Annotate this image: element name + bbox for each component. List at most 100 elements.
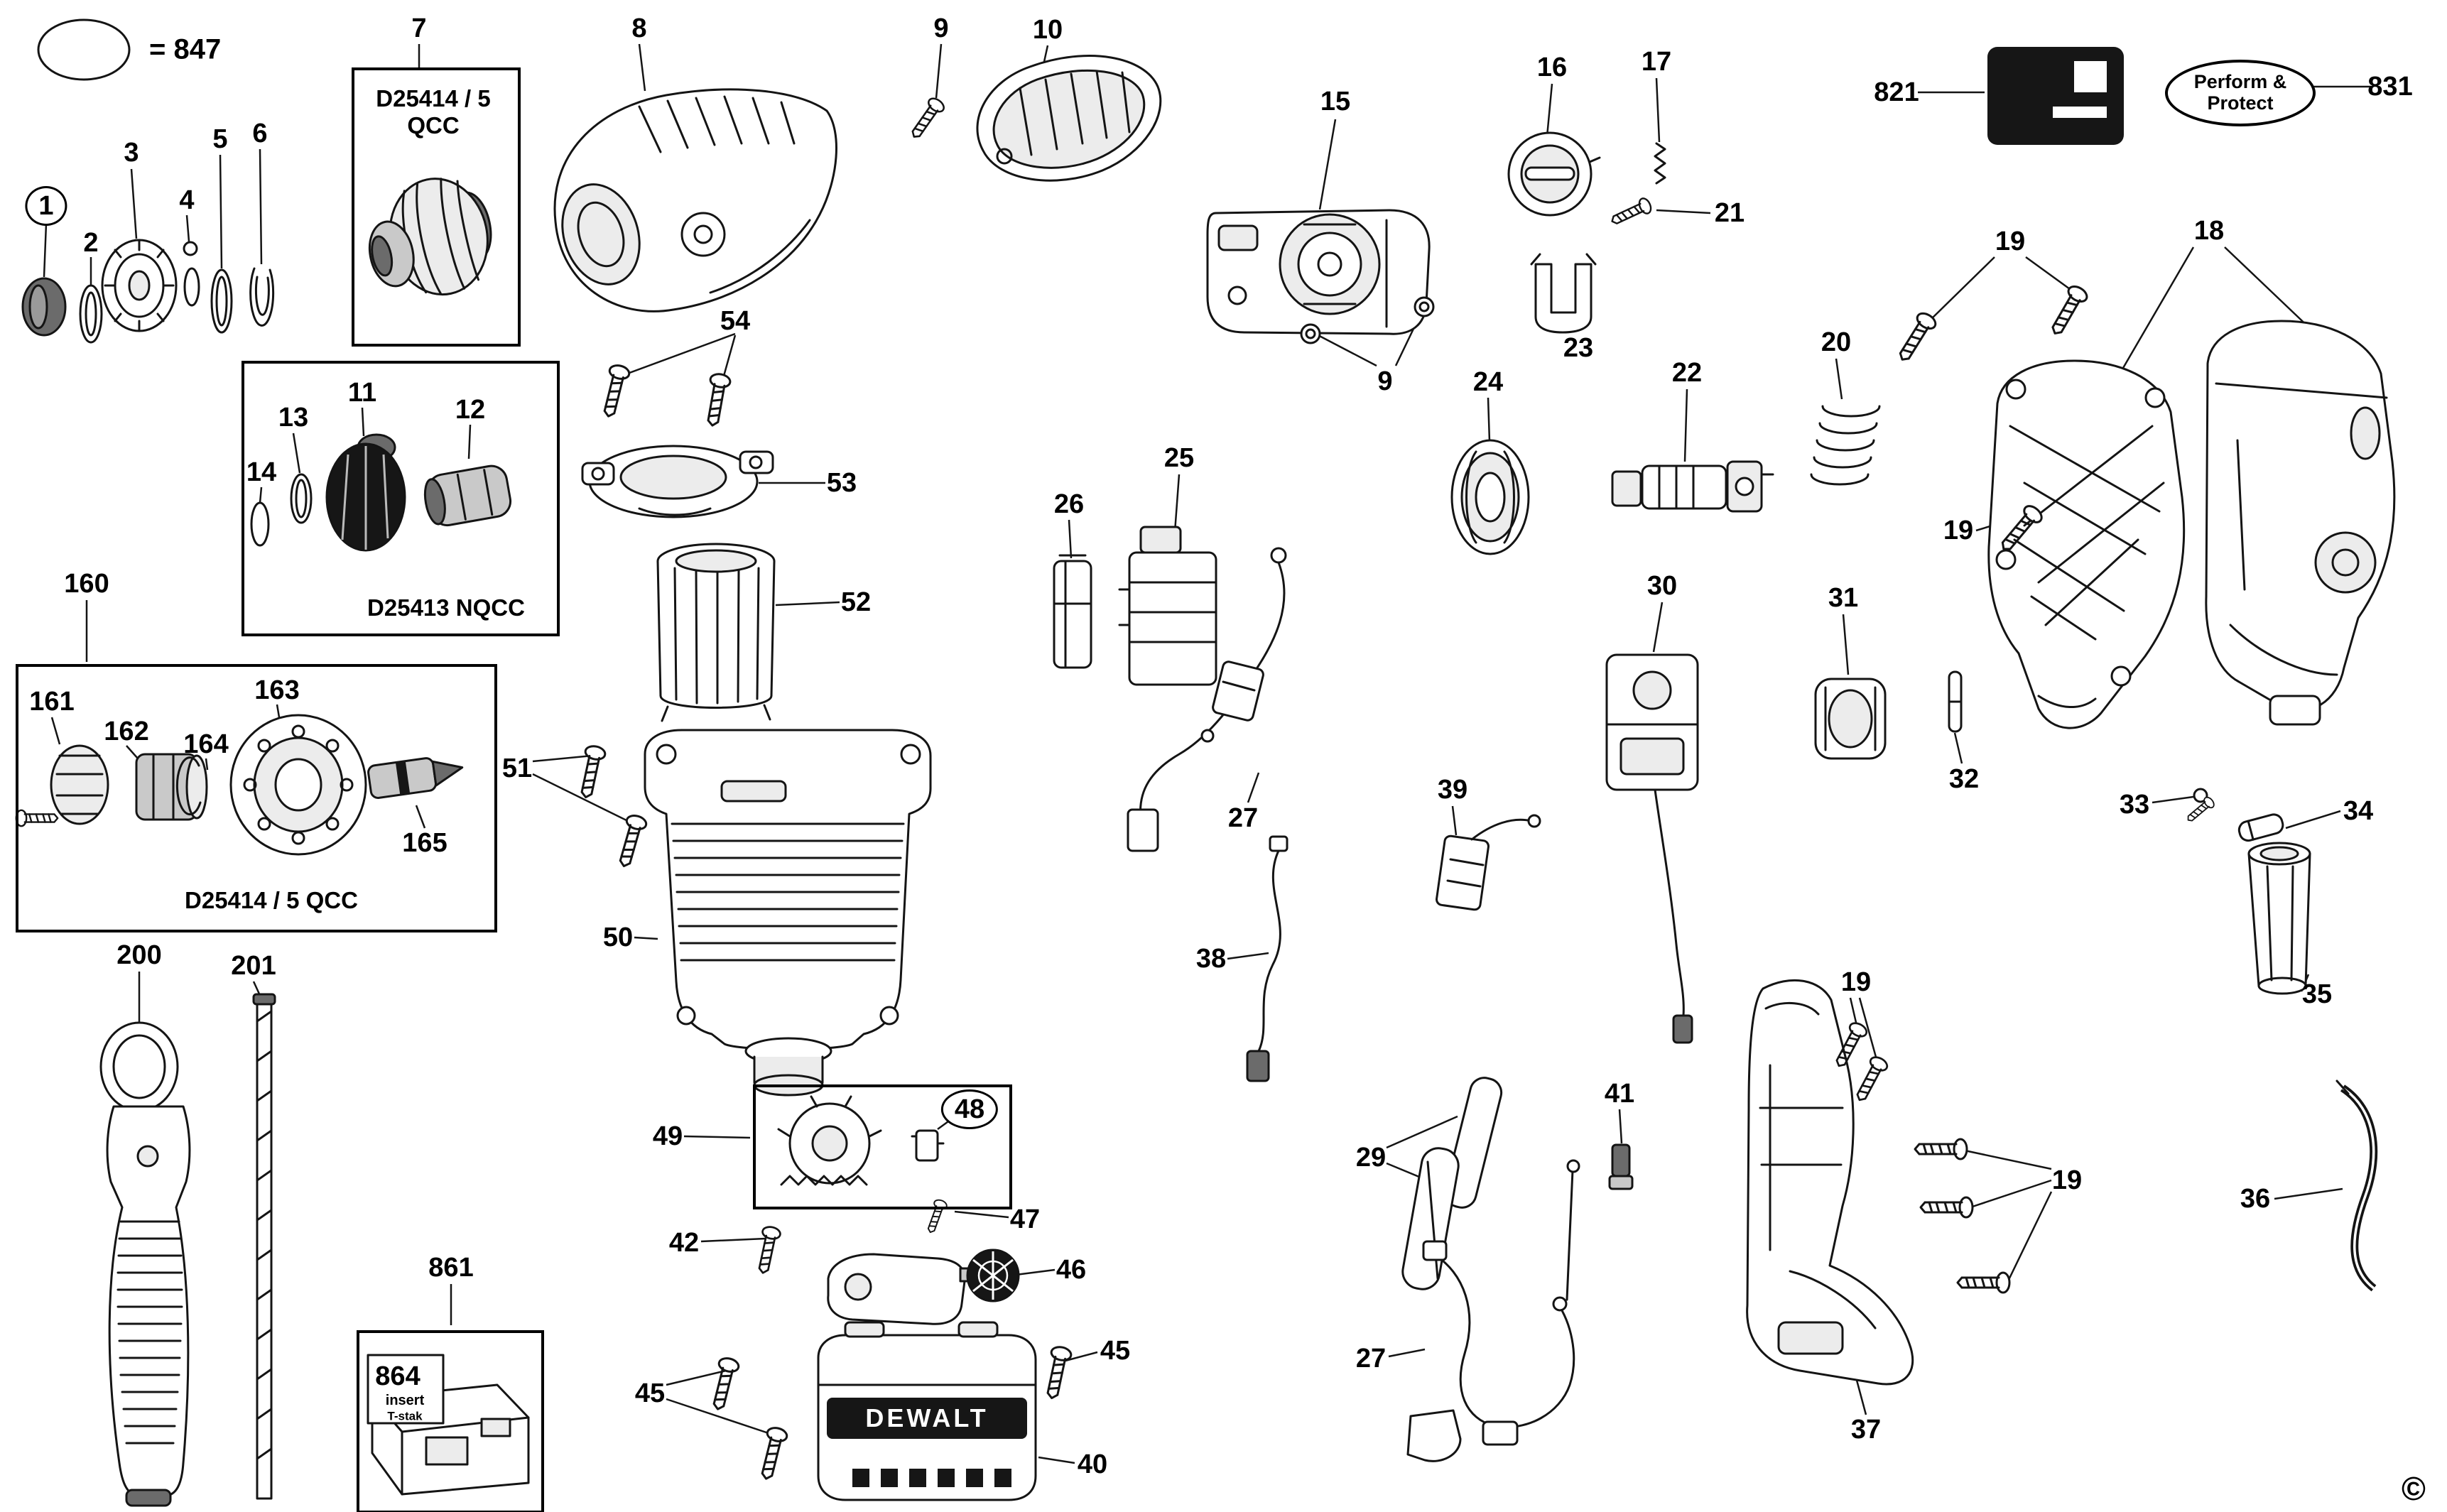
part-8-drawing — [553, 88, 837, 312]
part-41-drawing — [1608, 1143, 1634, 1190]
callout-20: 20 — [1821, 327, 1852, 357]
dewalt-brand-text: DEWALT — [865, 1403, 989, 1432]
callout-162: 162 — [104, 717, 149, 746]
part-40-drawing — [817, 1321, 1037, 1501]
callout-39: 39 — [1437, 775, 1468, 805]
callout-19: 19 — [2051, 1165, 2083, 1195]
callout-27: 27 — [1227, 803, 1259, 833]
part-6-drawing — [249, 267, 275, 327]
callout-25: 25 — [1163, 443, 1195, 473]
part-30-drawing — [1605, 653, 1699, 1044]
part-2-drawing — [79, 284, 103, 344]
callout-26: 26 — [1053, 489, 1085, 519]
box-d25414-qcc-chuck — [352, 67, 521, 347]
callout-50: 50 — [602, 923, 634, 952]
part-13-drawing — [290, 473, 313, 524]
callout-32: 32 — [1948, 764, 1980, 794]
callout-36: 36 — [2240, 1184, 2271, 1214]
callout-37: 37 — [1850, 1415, 1882, 1445]
callout-200: 200 — [116, 940, 162, 970]
part-201-drawing — [252, 993, 276, 1500]
callout-861: 861 — [428, 1253, 474, 1283]
callout-22: 22 — [1671, 358, 1703, 388]
part-12-drawing — [423, 464, 512, 527]
leader-lines — [43, 43, 2371, 1464]
callout-45: 45 — [634, 1378, 666, 1408]
callout-34: 34 — [2343, 796, 2374, 826]
callout-201: 201 — [231, 951, 276, 981]
part-26-drawing — [1053, 554, 1092, 669]
callout-7: 7 — [411, 13, 427, 43]
perform-protect-line2: Protect — [2207, 92, 2274, 114]
part-49-drawing — [777, 1095, 882, 1186]
part-200-drawing — [99, 1021, 191, 1507]
part-20-drawing — [1810, 405, 1881, 486]
callout-19: 19 — [1943, 516, 1974, 545]
callout-35: 35 — [2301, 979, 2333, 1009]
callout-19: 19 — [1840, 967, 1872, 997]
callout-821: 821 — [1874, 77, 1919, 107]
callout-51: 51 — [501, 754, 533, 783]
part-5-drawing — [210, 268, 233, 334]
part-16-drawing — [1507, 131, 1601, 217]
callout-164: 164 — [183, 729, 229, 759]
callout-16: 16 — [1536, 53, 1568, 82]
part-7-drawing — [368, 178, 492, 296]
part-39-drawing — [1436, 814, 1541, 911]
nqcc-label: D25413 NQCC — [367, 594, 525, 621]
part-33-drawing — [2183, 788, 2217, 826]
callout-42: 42 — [668, 1228, 700, 1258]
callout-23: 23 — [1563, 333, 1594, 363]
callout-30: 30 — [1646, 571, 1678, 601]
callout-53: 53 — [826, 468, 857, 498]
callout-47: 47 — [1009, 1204, 1041, 1234]
callout-6: 6 — [252, 119, 268, 148]
callout-1: 1 — [25, 186, 67, 226]
part-31-drawing — [1814, 678, 1887, 760]
callout-46: 46 — [1056, 1255, 1087, 1285]
box-861-kit — [357, 1330, 544, 1512]
part-3-drawing — [101, 239, 178, 332]
callout-160: 160 — [64, 569, 109, 599]
callout-31: 31 — [1828, 583, 1859, 613]
part-163-165-drawing — [175, 714, 464, 856]
box-160-d25414-qcc — [16, 664, 497, 932]
part-161-drawing — [15, 744, 109, 827]
callout-15: 15 — [1320, 87, 1351, 116]
part-48-drawing — [911, 1129, 945, 1162]
part-22-drawing — [1611, 460, 1774, 513]
callout-10: 10 — [1032, 15, 1063, 45]
callout-40: 40 — [1077, 1450, 1108, 1479]
callout-18: 18 — [2193, 216, 2225, 246]
part-162-drawing — [135, 753, 208, 821]
callout-48: 48 — [940, 1089, 999, 1129]
callout-831: 831 — [2367, 72, 2413, 102]
part-52-drawing — [656, 543, 776, 722]
callout-49: 49 — [652, 1121, 683, 1151]
part-27-lower-drawing — [1406, 1159, 1580, 1462]
part-37-drawing — [1746, 979, 1914, 1386]
callout-13: 13 — [278, 403, 309, 433]
part-24-drawing — [1450, 439, 1530, 555]
legend-equals-847: = 847 — [149, 33, 222, 65]
part-38-drawing — [1246, 835, 1288, 1082]
callout-165: 165 — [402, 828, 447, 858]
callout-21: 21 — [1714, 198, 1745, 228]
callout-5: 5 — [212, 124, 228, 154]
part-18-right-drawing — [2205, 320, 2396, 726]
callout-17: 17 — [1641, 47, 1672, 77]
callout-11: 11 — [347, 378, 377, 408]
callout-41: 41 — [1604, 1079, 1635, 1109]
callout-29: 29 — [1355, 1143, 1387, 1173]
kit-insert-label-line2: T-stak — [387, 1409, 423, 1423]
part-4-drawing — [183, 241, 200, 307]
callout-9: 9 — [1377, 366, 1393, 396]
callout-45: 45 — [1100, 1336, 1131, 1366]
callout-3: 3 — [124, 138, 139, 168]
copyright-mark: © — [2402, 1470, 2426, 1507]
callout-4: 4 — [179, 185, 195, 215]
box-49-group — [753, 1084, 1012, 1209]
part-32-drawing — [1948, 670, 1963, 733]
